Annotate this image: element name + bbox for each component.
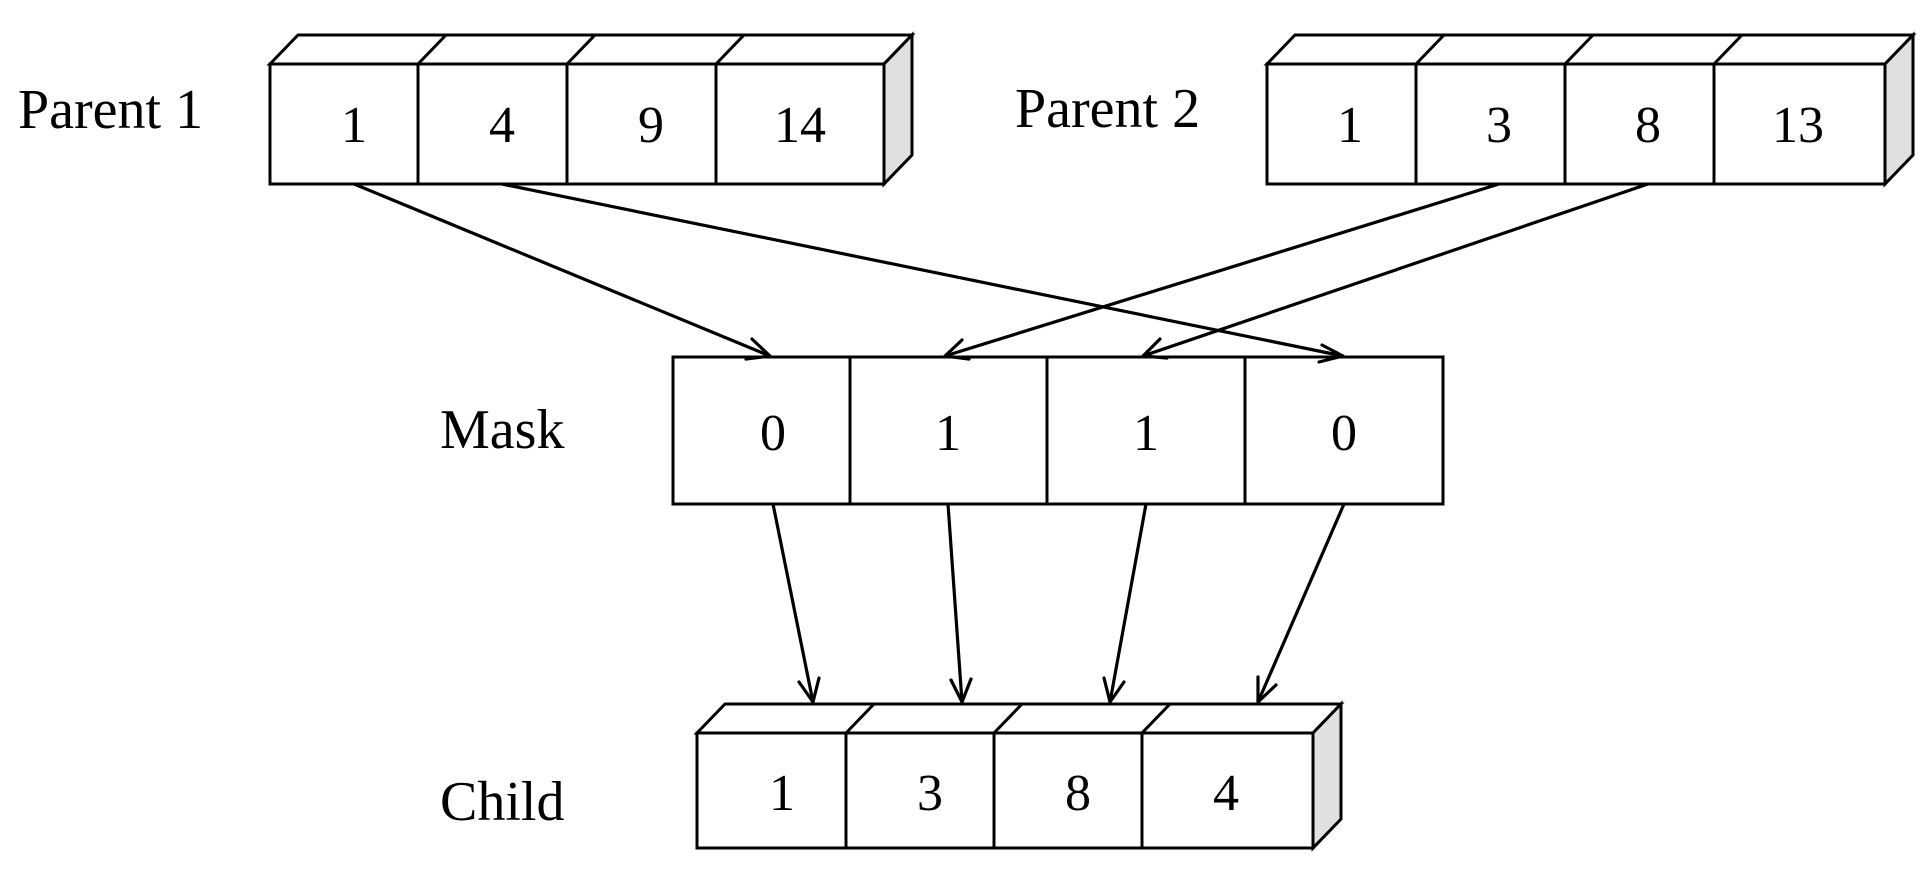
child-cell: 3: [917, 765, 943, 822]
parent1-label: Parent 1: [18, 79, 203, 141]
parent2-cell: 3: [1486, 97, 1512, 154]
child-cell: 4: [1213, 765, 1239, 822]
arrow: [944, 182, 1500, 358]
parent2-cell: 1: [1337, 97, 1363, 154]
parent2-array: 1 3 8 13: [1263, 31, 1917, 188]
arrow-head: [1102, 676, 1126, 704]
arrow-head: [1317, 343, 1345, 364]
parent1-array: 1 4 9 14: [266, 31, 916, 188]
child-label: Child: [440, 771, 564, 833]
mask-array: 0 1 1 0: [671, 355, 1445, 506]
parent2-label: Parent 2: [1015, 78, 1200, 140]
mask-cell: 0: [760, 405, 786, 462]
parent1-cell: 4: [489, 97, 515, 154]
arrow: [946, 503, 964, 703]
arrow: [771, 503, 815, 703]
parent1-cell: 1: [341, 97, 367, 154]
arrow-head: [943, 338, 971, 361]
mask-cell: 1: [1133, 405, 1159, 462]
arrow-head: [744, 337, 772, 361]
child-cell: 1: [769, 765, 795, 822]
arrow: [1142, 182, 1649, 358]
arrow: [1108, 503, 1148, 703]
mask-cell: 0: [1331, 405, 1357, 462]
child-cell: 8: [1065, 765, 1091, 822]
arrow: [501, 182, 1344, 358]
mask-cell: 1: [935, 405, 961, 462]
parent1-cell: 14: [774, 97, 826, 154]
mask-to-child-arrows: [771, 503, 1346, 704]
parent-to-mask-arrows: [353, 182, 1649, 364]
arrow-head: [949, 677, 973, 704]
arrow: [353, 182, 771, 358]
arrow-head: [797, 676, 821, 704]
parent1-cell: 9: [638, 97, 664, 154]
parent2-cell: 8: [1635, 97, 1661, 154]
parent2-cell: 13: [1772, 97, 1824, 154]
mask-label: Mask: [440, 399, 564, 461]
arrow-head: [1256, 675, 1278, 704]
arrow: [1256, 503, 1346, 703]
child-array: 1 3 8 4: [693, 700, 1345, 852]
arrow-head: [1141, 337, 1169, 360]
